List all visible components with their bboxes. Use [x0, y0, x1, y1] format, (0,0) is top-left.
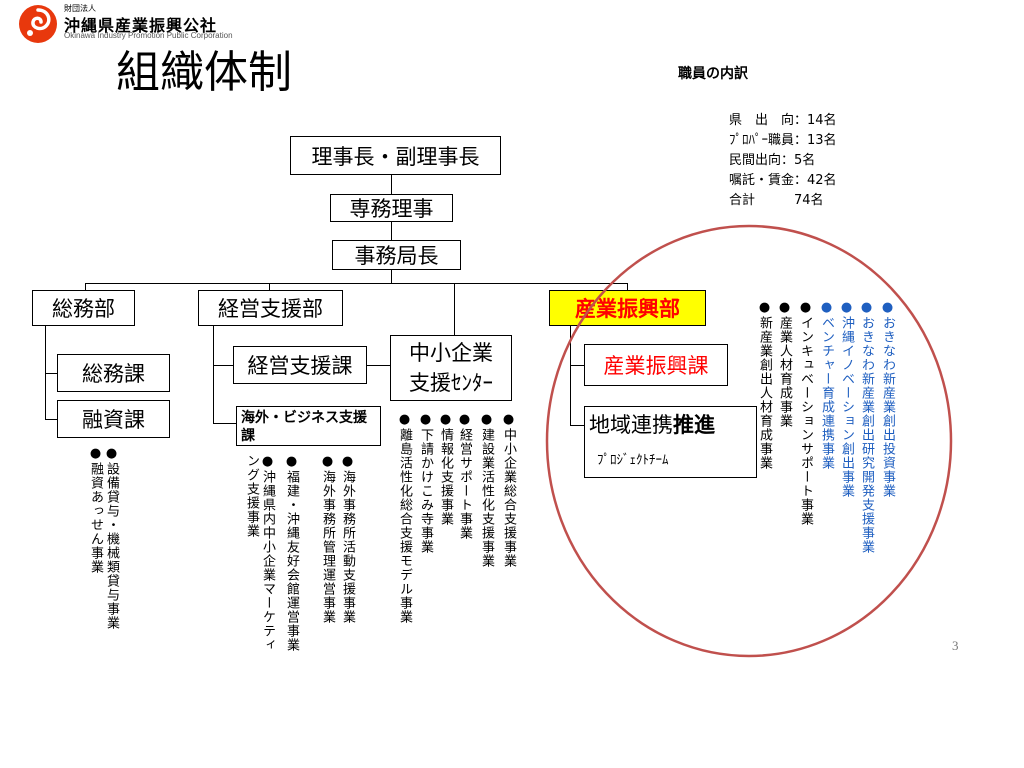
connector-line: [85, 283, 628, 284]
industry-promotion-section-box: 産業振興課: [584, 344, 728, 386]
general-affairs-section-box: 総務課: [57, 354, 170, 392]
staff-line: 民間出向：5名: [729, 153, 816, 168]
staff-breakdown-title: 職員の内訳: [678, 66, 748, 82]
logo-swirl-icon: [19, 5, 57, 43]
project-item: ●設備貸与・機械類貸与事業: [104, 446, 119, 630]
connector-line: [45, 373, 57, 374]
connector-line: [391, 270, 392, 283]
sme-center-line1: 中小企業: [409, 341, 493, 365]
executive-director-box: 専務理事: [330, 194, 453, 222]
staff-line: 嘱託・賃金：42名: [729, 173, 837, 188]
connector-line: [454, 283, 455, 335]
project-item: ●海外事務所管理運営事業: [320, 454, 335, 624]
logo-foundation-label: 財団法人: [64, 4, 96, 13]
connector-line: [269, 283, 270, 290]
connector-line: [45, 419, 57, 420]
management-support-dept-box: 経営支援部: [198, 290, 343, 326]
logo-name: 沖縄県産業振興公社: [64, 16, 218, 35]
general-affairs-dept-box: 総務部: [32, 290, 135, 326]
connector-line: [213, 423, 236, 424]
page-title: 組織体制: [116, 47, 292, 98]
sme-support-center-box: 中小企業 支援ｾﾝﾀｰ: [390, 335, 512, 401]
financing-section-box: 融資課: [57, 400, 170, 438]
project-item: ●産業人材育成事業: [777, 300, 792, 428]
project-item: ●おきなわ新産業創出研究開発支援事業: [859, 300, 874, 554]
regional-collaboration-label: 地域連携推進: [589, 409, 715, 439]
connector-line: [213, 365, 233, 366]
overseas-business-section-box: 海外・ビジネス支援課: [236, 406, 381, 446]
industry-promotion-dept-box: 産業振興部: [549, 290, 706, 326]
project-item: ●沖縄県内中小企業マーケティング支援事業: [244, 454, 275, 652]
project-item: ●中小企業総合支援事業: [501, 412, 516, 568]
project-item: ●新産業創出人材育成事業: [757, 300, 772, 470]
project-item: ●沖縄イノベーション創出事業: [839, 300, 854, 498]
regional-collaboration-bold: 推進: [673, 413, 715, 437]
highlight-ellipse: [545, 224, 953, 658]
connector-line: [570, 425, 584, 426]
project-item: ●福建・沖縄友好会館運営事業: [284, 454, 299, 652]
project-item: ●インキュベーションサポート事業: [798, 300, 813, 526]
regional-collaboration-text: 地域連携: [589, 413, 673, 437]
project-item: ●離島活性化総合支援モデル事業: [397, 412, 412, 624]
connector-line: [391, 175, 392, 194]
connector-line: [627, 283, 628, 290]
secretary-general-box: 事務局長: [332, 240, 461, 270]
connector-line: [570, 365, 584, 366]
connector-line: [367, 365, 390, 366]
project-item: ●おきなわ新産業創出投資事業: [880, 300, 895, 498]
project-item: ●融資あっせん事業: [88, 446, 103, 574]
page-number: 3: [952, 638, 959, 653]
chairman-box: 理事長・副理事長: [290, 136, 501, 175]
staff-line: ﾌﾟﾛﾊﾟｰ職員：13名: [729, 133, 837, 148]
connector-line: [391, 222, 392, 240]
sme-center-line2: 支援ｾﾝﾀｰ: [409, 371, 493, 395]
regional-collaboration-box: 地域連携推進 ﾌﾟﾛｼﾞｪｸﾄﾁｰﾑ: [584, 406, 757, 478]
management-support-section-box: 経営支援課: [233, 346, 367, 384]
connector-line: [85, 283, 86, 290]
staff-line: 県 出 向：14名: [729, 113, 837, 128]
staff-line: 合計 74名: [729, 193, 824, 208]
logo-english-name: Okinawa Industry Promotion Public Corpor…: [64, 31, 233, 40]
staff-breakdown-list: 県 出 向：14名 ﾌﾟﾛﾊﾟｰ職員：13名 民間出向：5名 嘱託・賃金：42名…: [729, 111, 837, 211]
connector-line: [213, 326, 214, 424]
connector-line: [570, 326, 571, 426]
project-item: ●経営サポート事業: [457, 412, 472, 540]
project-team-label: ﾌﾟﾛｼﾞｪｸﾄﾁｰﾑ: [597, 453, 669, 468]
project-item: ●海外事務所活動支援事業: [340, 454, 355, 624]
project-item: ●情報化支援事業: [438, 412, 453, 526]
project-item: ●下請かけこみ寺事業: [418, 412, 433, 554]
project-item: ●ベンチャー育成連携事業: [819, 300, 834, 470]
project-item: ●建設業活性化支援事業: [479, 412, 494, 568]
